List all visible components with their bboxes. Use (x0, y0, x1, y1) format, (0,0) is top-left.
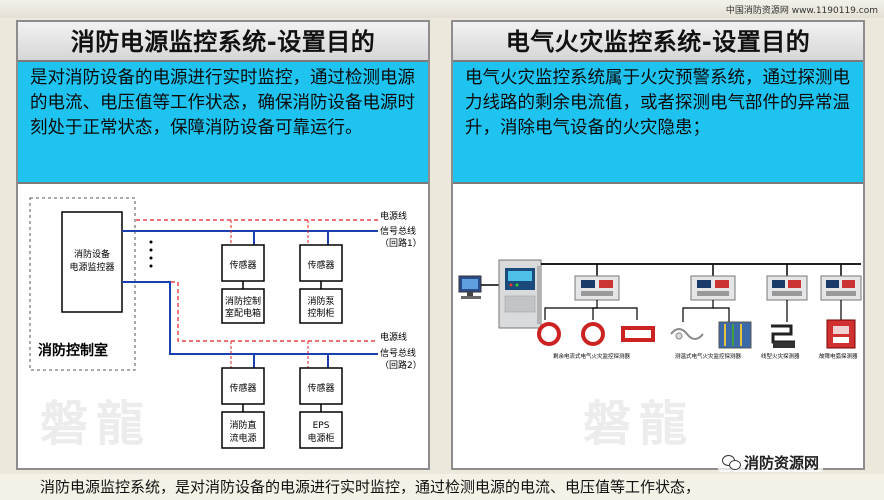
arc-fault-detector-icon (826, 319, 856, 349)
device-box-2 (299, 288, 343, 324)
electrical-fire-diagram: 磐龍 (453, 184, 863, 468)
sensor-box-3 (221, 367, 265, 405)
device-4-label-2: 电源柜 (307, 432, 334, 444)
electrical-fire-description: 电气火灾监控系统属于火灾预警系统，通过探测电力线路的剩余电流值，或者探测电气部件… (453, 62, 863, 184)
device-4-label-1: EPS (313, 421, 330, 431)
site-header-text: 中国消防资源网 www.1190119.com (725, 6, 878, 16)
monitoring-host-icon (498, 259, 542, 329)
control-room-label: 消防控制室 (38, 342, 108, 359)
device-2-label-2: 控制柜 (307, 307, 334, 319)
ellipsis-dot (149, 264, 153, 268)
device-1-label-2: 室配电箱 (225, 307, 261, 319)
electrical-fire-svg: 剩余电流式电气火灾监控探测器 测温式电气火灾监控探测器 (458, 259, 862, 360)
electrical-fire-panel: 电气火灾监控系统-设置目的 电气火灾监控系统属于火灾预警系统，通过探测电力线路的… (451, 20, 865, 470)
branch (597, 307, 638, 320)
power-monitoring-title: 消防电源监控系统-设置目的 (18, 22, 428, 62)
branch (592, 307, 597, 320)
cable-tray-icon (718, 321, 752, 349)
wechat-icon (722, 455, 741, 470)
brand-name: 消防资源网 (744, 453, 820, 472)
sensor-label: 传感器 (229, 259, 256, 271)
current-transformer-icon (537, 322, 561, 346)
loop-label-2: （回路2） (380, 359, 422, 371)
sensor-label: 传感器 (307, 259, 334, 271)
linear-fire-detector-icon (771, 324, 795, 348)
power-monitoring-description: 是对消防设备的电源进行实时监控，通过检测电源的电流、电压值等工作状态，确保消防设… (18, 62, 428, 184)
power-monitoring-diagram: 磐龍 消防设备 电源监控器 电源线 信号总线 （回路1） 传感器 (18, 184, 428, 468)
device-3-label-1: 消防直 (229, 419, 256, 431)
arc-fault-module-icon (820, 275, 862, 301)
current-transformer-icon (581, 322, 605, 346)
computer-icon (458, 275, 482, 299)
branch (544, 300, 598, 320)
ellipsis-dot (149, 248, 153, 252)
temperature-probe-icon (670, 328, 704, 340)
wechat-brand: 消防资源网 (718, 452, 824, 472)
device-box-1 (221, 288, 265, 324)
device-box-4 (299, 411, 343, 449)
ellipsis-dot (149, 256, 153, 260)
sensor-box-4 (299, 367, 343, 405)
power-line-label-2: 电源线 (380, 331, 407, 343)
detector-label-2: 测温式电气火灾监控探测器 (675, 352, 742, 360)
loop-label-1: （回路1） (380, 237, 422, 249)
signal-bus-2 (122, 281, 378, 355)
device-box-3 (221, 411, 265, 449)
current-transformer-icon (621, 326, 655, 342)
control-room-boundary (29, 197, 136, 371)
sensor-label: 传感器 (229, 382, 256, 394)
branch (682, 300, 714, 322)
power-monitoring-svg: 消防设备 电源监控器 电源线 信号总线 （回路1） 传感器 消防控制 室配电箱 (29, 197, 422, 449)
device-1-label-1: 消防控制 (225, 295, 261, 307)
detector-label-1: 剩余电流式电气火灾监控探测器 (553, 352, 631, 360)
signal-bus-label-1: 信号总线 (380, 225, 416, 237)
electrical-fire-title: 电气火灾监控系统-设置目的 (453, 22, 863, 62)
monitor-box-label-1: 消防设备 (74, 248, 110, 260)
power-monitoring-panel: 消防电源监控系统-设置目的 是对消防设备的电源进行实时监控，通过检测电源的电流、… (16, 20, 430, 470)
temperature-module-icon (690, 275, 736, 301)
branch (713, 307, 730, 322)
power-monitor-box (61, 211, 123, 313)
power-line-label-1: 电源线 (380, 210, 407, 222)
device-2-label-1: 消防泵 (307, 295, 334, 307)
device-3-label-2: 流电源 (229, 432, 256, 444)
detector-label-3: 线型火灾探测器 (761, 352, 800, 360)
detector-label-4: 故障电弧探测器 (819, 352, 858, 360)
sensor-label: 传感器 (307, 382, 334, 394)
monitor-box-label-2: 电源监控器 (69, 261, 114, 273)
linear-detector-module-icon (766, 275, 808, 301)
ellipsis-dot (149, 240, 153, 244)
sensor-box-1 (221, 244, 265, 282)
top-strip: 中国消防资源网 www.1190119.com (0, 0, 884, 18)
signal-bus-label-2: 信号总线 (380, 347, 416, 359)
residual-current-module-icon (574, 275, 620, 301)
bottom-caption: 消防电源监控系统，是对消防设备的电源进行实时监控，通过检测电源的电流、电压值等工… (0, 474, 884, 500)
